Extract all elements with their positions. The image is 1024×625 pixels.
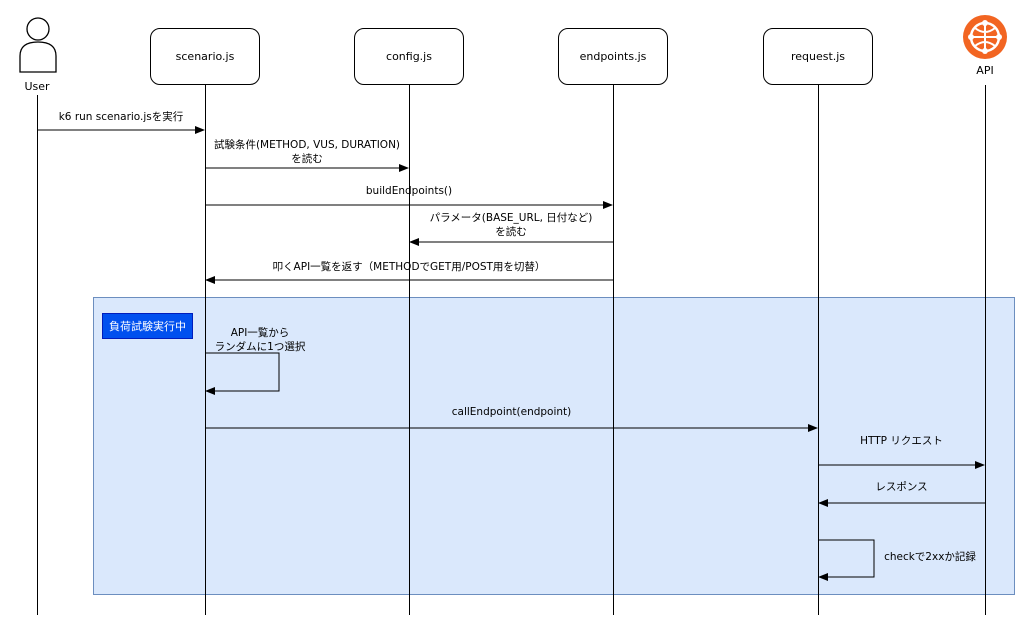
request-lifeline [818,85,819,615]
msg-return-api-list: 叩くAPI一覧を返す（METHODでGET用/POST用を切替） [272,261,546,273]
api-globe-icon [963,15,1007,59]
msg-http-request: HTTP リクエスト [860,435,943,447]
participant-config-label: config.js [386,50,432,63]
msg-run-scenario: k6 run scenario.jsを実行 [58,111,184,123]
load-test-group-frame [93,297,1015,595]
config-lifeline [409,85,410,615]
msg-read-params-line1: パラメータ(BASE_URL, 日付など) [429,212,593,224]
user-lifeline [37,95,38,615]
msg-response: レスポンス [875,481,928,493]
person-icon [19,17,57,73]
load-test-group-label: 負荷試験実行中 [102,313,193,339]
msg-random-select-line1: API一覧から [230,327,290,339]
participant-request-label: request.js [790,50,846,63]
participant-request: request.js [763,28,873,85]
scenario-lifeline [205,85,206,615]
participant-config: config.js [354,28,464,85]
participant-user-label: User [24,80,50,93]
msg-read-params-line2: を読む [495,226,527,238]
msg-read-config-line2: を読む [291,153,323,165]
participant-endpoints-label: endpoints.js [579,50,647,63]
participant-scenario-label: scenario.js [175,50,235,63]
arrow-check-record [818,539,875,581]
msg-read-config-line1: 試験条件(METHOD, VUS, DURATION) [213,139,401,151]
endpoints-lifeline [613,85,614,615]
msg-call-endpoint: callEndpoint(endpoint) [451,406,572,418]
msg-random-select-line2: ランダムに1つ選択 [214,341,306,353]
participant-api-label: API [976,64,994,77]
participant-scenario: scenario.js [150,28,260,85]
participant-endpoints: endpoints.js [558,28,668,85]
msg-build-endpoints: buildEndpoints() [365,185,453,197]
arrow-random-select [205,352,280,395]
msg-check-record: checkで2xxか記録 [884,551,976,563]
api-lifeline [985,85,986,615]
